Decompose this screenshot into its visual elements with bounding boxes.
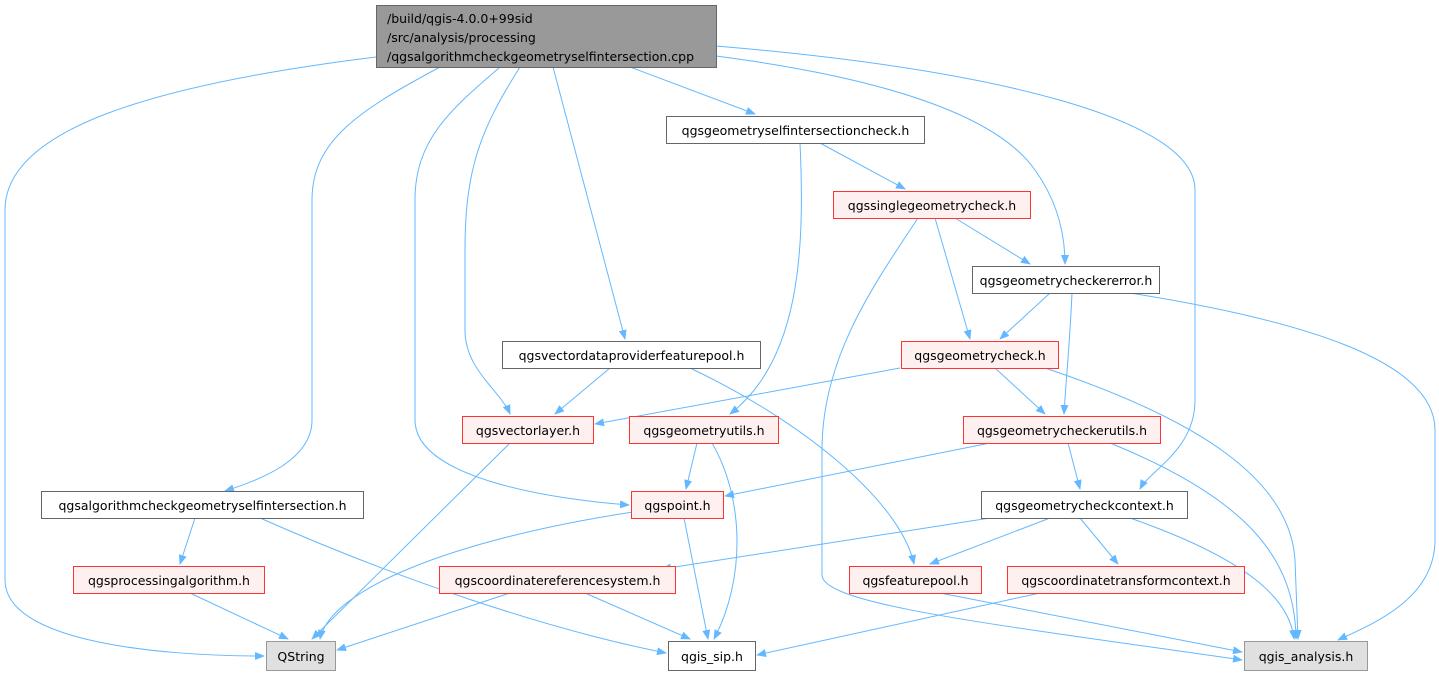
edge-main-geometrycheckererror xyxy=(715,55,1069,265)
edge-geometrycheckcontext-coordinatereferencesystem xyxy=(661,517,991,572)
edge-geometrycheck-vectorlayer xyxy=(594,367,901,427)
node-geometrycheckerutils[interactable]: qgsgeometrycheckerutils.h xyxy=(963,416,1161,444)
edge-vectordataproviderfeaturepool-featurepool xyxy=(689,367,916,565)
edge-geometryutils-point xyxy=(684,442,698,490)
edge-geometrycheckcontext-featurepool xyxy=(929,517,1051,565)
node-qgis-sip[interactable]: qgis_sip.h xyxy=(668,641,756,671)
edge-coordinatetransformcontext-qgis_sip xyxy=(756,592,1041,657)
edge-featurepool-qgis_analysis xyxy=(939,592,1243,655)
node-algorithmheader[interactable]: qgsalgorithmcheckgeometryselfintersectio… xyxy=(41,491,364,519)
edge-selfintersectioncheck-geometryutils xyxy=(729,142,802,415)
edge-main-algorithmheader xyxy=(224,66,441,493)
node-singlegeometrycheck[interactable]: qgssinglegeometrycheck.h xyxy=(833,191,1031,219)
edge-vectordataproviderfeaturepool-vectorlayer xyxy=(554,367,611,415)
edge-main-vectordataproviderfeaturepool xyxy=(552,66,627,340)
node-geometrycheckererror[interactable]: qgsgeometrycheckererror.h xyxy=(972,266,1160,294)
edge-geometrycheckcontext-qgis_analysis xyxy=(1129,517,1298,640)
edge-vectorlayer-qstring xyxy=(311,442,511,640)
edge-point-qgis_sip xyxy=(683,517,711,640)
edge-geometrycheckerutils-point xyxy=(724,442,991,499)
edge-processingalgorithm-qstring xyxy=(189,592,289,640)
edge-geometryutils-qgis_sip xyxy=(711,442,738,640)
node-qstring[interactable]: QString xyxy=(266,641,336,671)
edge-algorithmheader-qgis_sip xyxy=(259,517,667,656)
edge-geometrycheckererror-geometrycheckerutils xyxy=(1060,292,1073,415)
edge-selfintersectioncheck-singlegeometrycheck xyxy=(819,142,906,190)
node-processingalgorithm[interactable]: qgsprocessingalgorithm.h xyxy=(73,566,265,594)
main-file-node[interactable]: /build/qgis-4.0.0+99sid /src/analysis/pr… xyxy=(376,5,717,68)
edge-geometrycheck-qgis_analysis xyxy=(1044,367,1302,640)
node-coordinatetransformcontext[interactable]: qgscoordinatetransformcontext.h xyxy=(1007,566,1245,594)
edge-main-vectorlayer xyxy=(464,66,521,415)
edge-main-point xyxy=(414,66,630,509)
node-coordinatereferencesystem[interactable]: qgscoordinatereferencesystem.h xyxy=(439,566,676,594)
node-geometrycheckcontext[interactable]: qgsgeometrycheckcontext.h xyxy=(981,491,1188,519)
edge-geometrycheckererror-geometrycheck xyxy=(999,292,1051,340)
edge-singlegeometrycheck-geometrycheckererror xyxy=(954,217,1031,265)
edge-geometrycheckererror-qgis_analysis xyxy=(1129,292,1436,641)
node-geometryutils[interactable]: qgsgeometryutils.h xyxy=(629,416,779,444)
edge-point-qstring xyxy=(317,511,634,640)
edge-singlegeometrycheck-geometrycheck xyxy=(934,217,972,340)
edge-main-qstring xyxy=(4,56,377,660)
node-selfintersectioncheck[interactable]: qgsgeometryselfintersectioncheck.h xyxy=(666,116,925,144)
edge-algorithmheader-processingalgorithm xyxy=(178,517,196,565)
edge-coordinatereferencesystem-qgis_sip xyxy=(584,592,691,640)
edge-main-geometrycheckcontext xyxy=(715,45,1196,490)
main-file-line2: /src/analysis/processing xyxy=(387,30,536,45)
node-vectorlayer[interactable]: qgsvectorlayer.h xyxy=(462,416,594,444)
edge-geometrycheckerutils-qgis_analysis xyxy=(1109,442,1300,640)
edge-singlegeometrycheck-qgis_analysis xyxy=(821,217,1243,663)
edge-main-selfintersectioncheck xyxy=(629,66,756,115)
node-geometrycheck[interactable]: qgsgeometrycheck.h xyxy=(901,341,1059,369)
edge-geometrycheckcontext-coordinatetransformcontext xyxy=(1079,517,1119,565)
main-file-line3: /qgsalgorithmcheckgeometryselfintersecti… xyxy=(387,49,695,64)
main-file-line1: /build/qgis-4.0.0+99sid xyxy=(387,11,533,26)
edge-coordinatereferencesystem-qstring xyxy=(336,592,511,651)
edge-geometrycheck-geometrycheckerutils xyxy=(994,367,1046,415)
node-qgis-analysis[interactable]: qgis_analysis.h xyxy=(1244,641,1368,671)
node-vectordataproviderfeaturepool[interactable]: qgsvectordataproviderfeaturepool.h xyxy=(502,341,761,369)
node-featurepool[interactable]: qgsfeaturepool.h xyxy=(849,566,982,594)
node-point[interactable]: qgspoint.h xyxy=(631,491,724,519)
edge-geometrycheckerutils-geometrycheckcontext xyxy=(1067,442,1082,490)
